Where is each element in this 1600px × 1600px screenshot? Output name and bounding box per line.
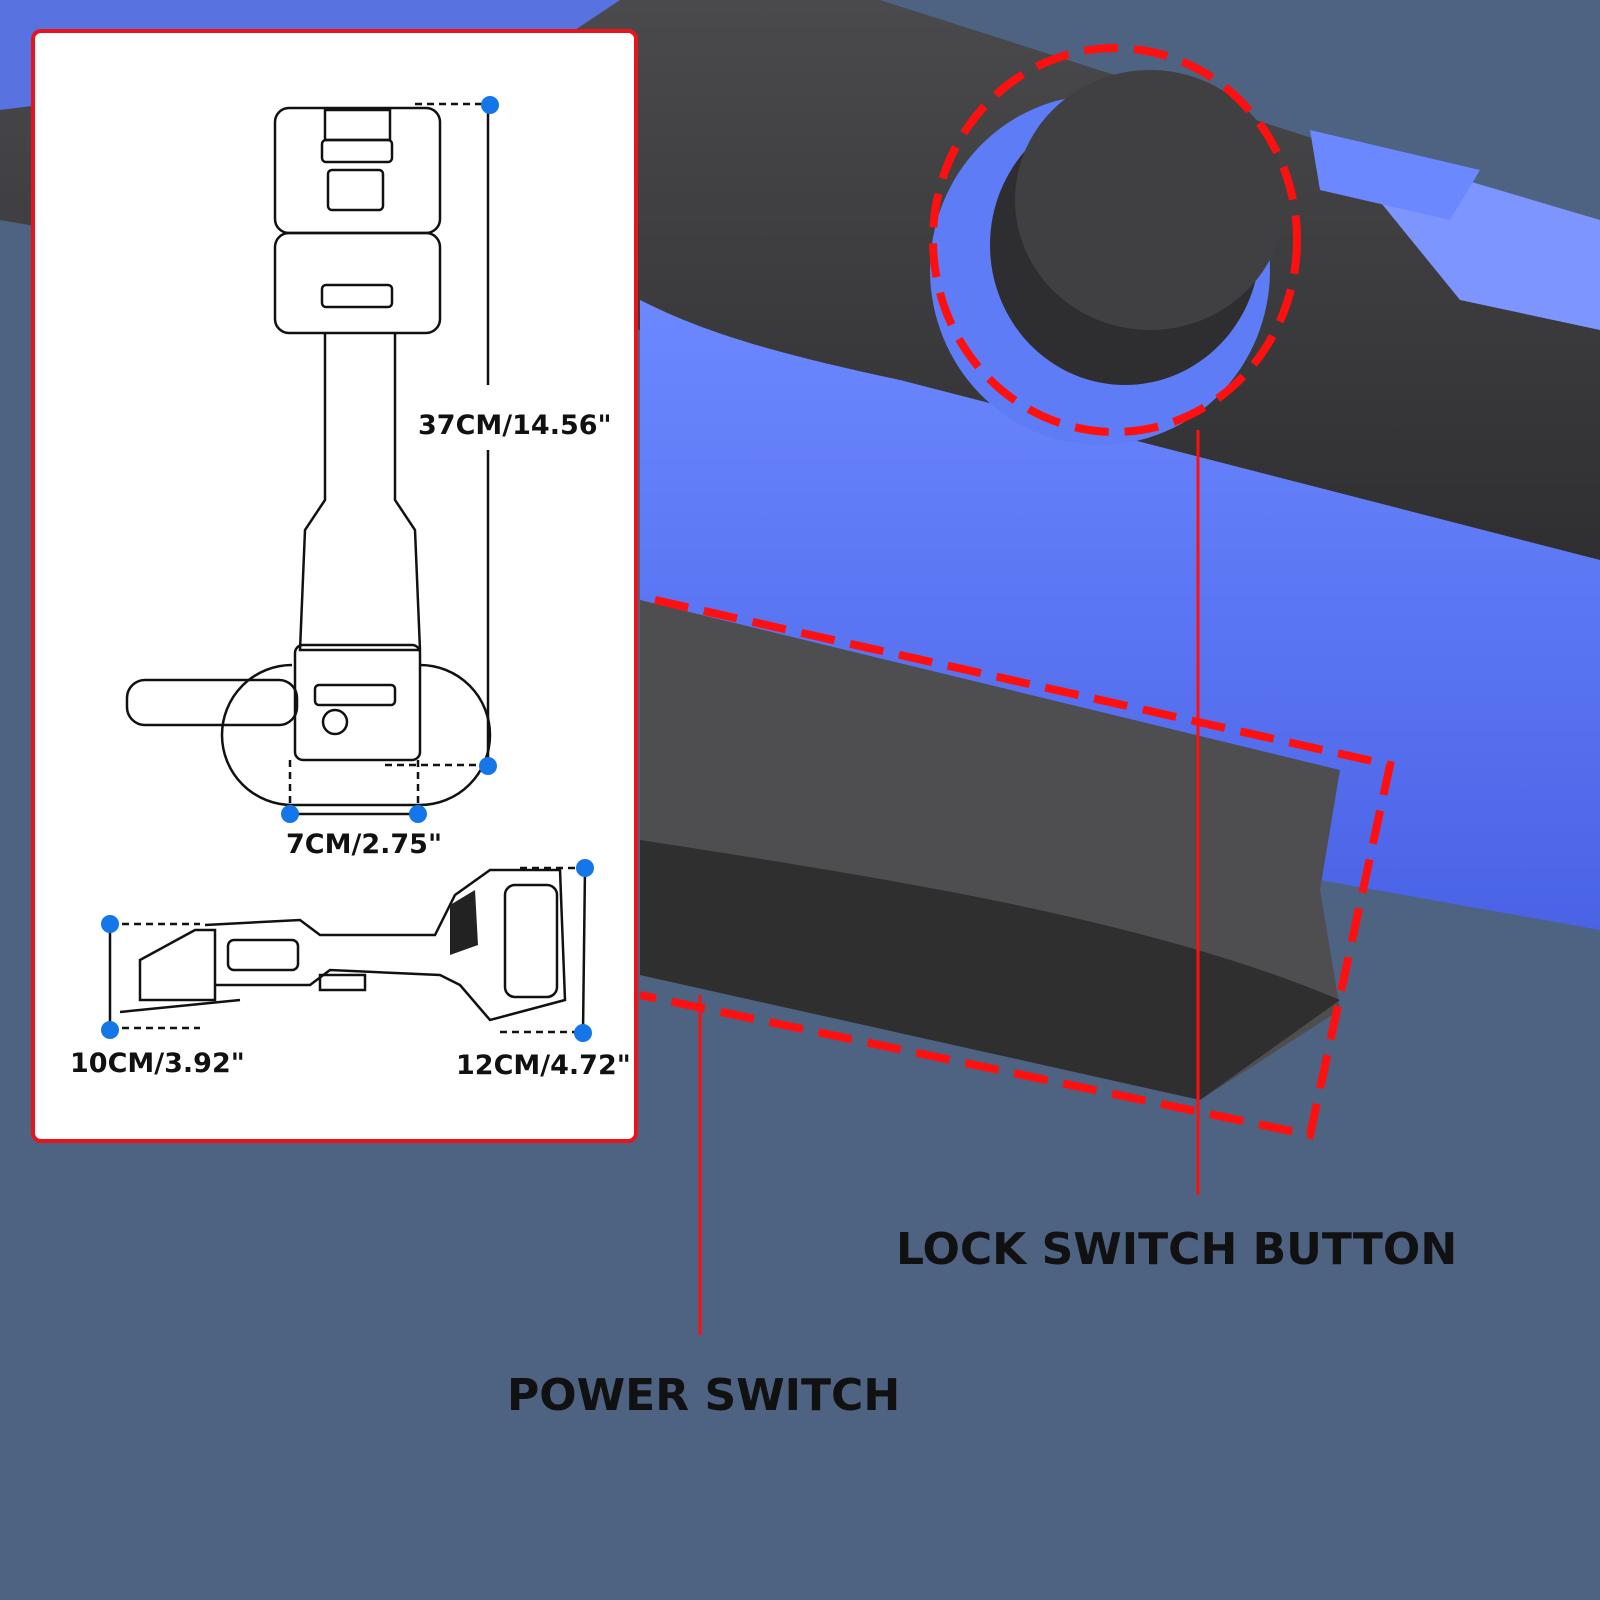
side-view-drawing — [119, 868, 567, 1022]
head-height-dimension: 10CM/3.92" — [70, 1048, 245, 1079]
dimension-dot — [101, 1021, 119, 1039]
dimension-dot — [409, 805, 427, 823]
dimension-dot — [574, 1024, 592, 1042]
dimension-dot — [576, 859, 594, 877]
dimension-panel: 37CM/14.56" 7CM/2.75" 10CM/3.92" 12CM/4.… — [31, 29, 638, 1143]
power-switch-label: POWER SWITCH — [507, 1370, 900, 1421]
dimension-dot — [481, 96, 499, 114]
dimension-dot — [281, 805, 299, 823]
lock-switch-outline — [929, 44, 1301, 436]
length-dimension: 37CM/14.56" — [418, 410, 612, 441]
callout-markers — [639, 44, 1395, 1335]
lock-switch-button[interactable] — [930, 70, 1285, 445]
dimension-dot — [479, 757, 497, 775]
dimension-dot — [101, 915, 119, 933]
lock-switch-label: LOCK SWITCH BUTTON — [896, 1224, 1457, 1275]
head-width-dimension: 7CM/2.75" — [286, 829, 442, 860]
battery-height-dimension: 12CM/4.72" — [456, 1050, 631, 1081]
top-view-drawing — [125, 106, 492, 807]
power-switch-outline — [639, 596, 1395, 1140]
